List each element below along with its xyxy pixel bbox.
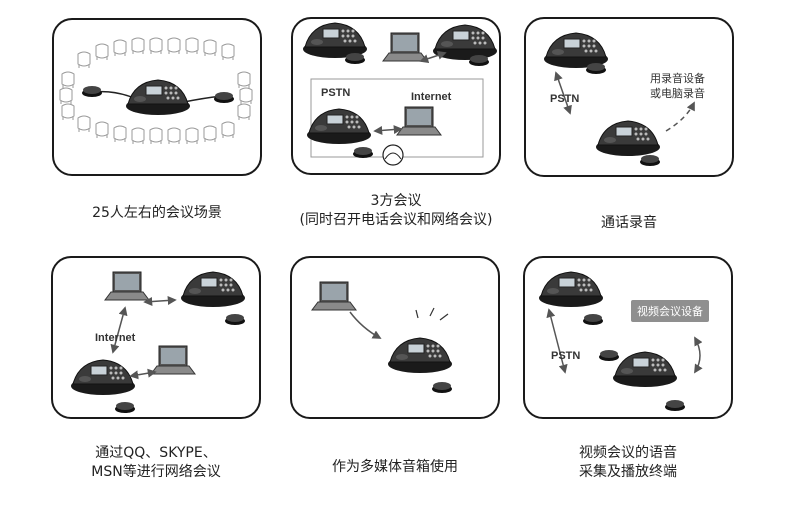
- recording-illustration: [543, 32, 695, 166]
- panel-multimedia-speaker: [290, 256, 500, 419]
- label-internet: Internet: [95, 332, 136, 344]
- meeting-scene-illustration: [59, 37, 253, 145]
- video-conference-device-box: 视频会议设备: [631, 300, 709, 322]
- label-internet: Internet: [411, 91, 452, 103]
- caption-panel-4: 通过QQ、SKYPE、 MSN等进行网络会议: [91, 445, 221, 480]
- panel-meeting-25-people: [52, 18, 262, 176]
- panel-network-meeting: Internet: [51, 256, 261, 419]
- three-way-illustration: [302, 22, 498, 166]
- label-pstn: PSTN: [321, 87, 351, 99]
- panel-call-recording: PSTN 用录音设备 或电脑录音: [524, 17, 734, 177]
- label-record-device: 用录音设备 或电脑录音: [650, 72, 705, 100]
- video-conference-illustration: [538, 271, 703, 411]
- caption-panel-6: 视频会议的语音 采集及播放终端: [579, 445, 677, 480]
- label-pstn: PSTN: [551, 350, 581, 362]
- network-meeting-illustration: [70, 271, 246, 413]
- panel-three-way-conference: PSTN Internet: [291, 17, 501, 175]
- label-pstn: PSTN: [550, 93, 580, 105]
- caption-panel-5: 作为多媒体音箱使用: [332, 459, 458, 475]
- panel-video-conference-terminal: PSTN 视频会议设备: [523, 256, 733, 419]
- chairs-top: [77, 37, 235, 69]
- chairs-bottom: [77, 115, 235, 145]
- caption-panel-1: 25人左右的会议场景: [92, 205, 222, 221]
- speaker-illustration: [311, 281, 453, 393]
- caption-panel-2: 3方会议 (同时召开电话会议和网络会议): [299, 193, 493, 228]
- caption-panel-3: 通话录音: [601, 215, 657, 231]
